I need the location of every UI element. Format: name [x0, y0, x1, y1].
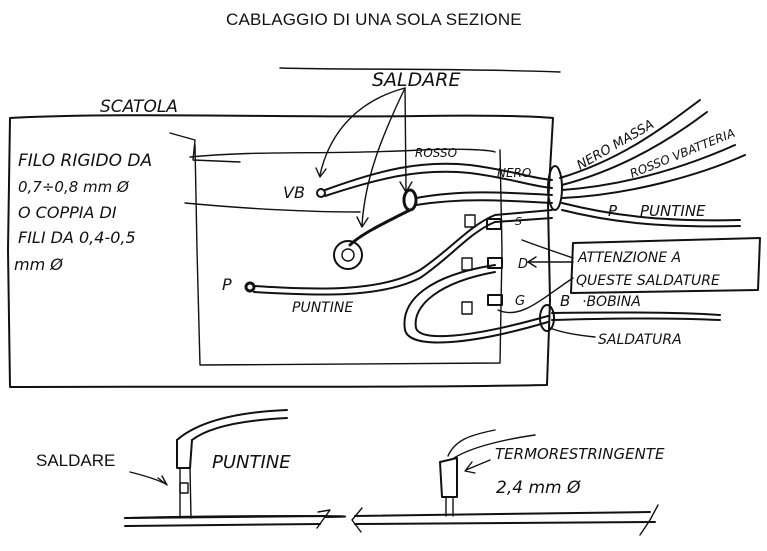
wire-note-line-5: mm Ø [14, 255, 63, 274]
wire-note-line-4: FILI DA 0,4-0,5 [18, 228, 136, 247]
solder-label-top: SALDARE [372, 69, 460, 91]
rosso-wire-top [189, 148, 496, 158]
heatshrink-size: 2,4 mm Ø [496, 478, 581, 498]
bottom-right-bar [354, 511, 651, 517]
connector-d [487, 257, 503, 269]
warning-line-1: ATTENZIONE A [577, 250, 681, 266]
lug-ring [333, 240, 363, 270]
terminal-p [244, 281, 256, 293]
connector-g [487, 294, 503, 306]
heatshrink-arrow [465, 459, 491, 471]
bottom-puntine-label: PUNTINE [212, 452, 291, 473]
solder-arrow-joint [404, 87, 407, 191]
warning-line-2: QUESTE SALDATURE [576, 273, 720, 289]
label-puntine-inner: PUNTINE [292, 300, 353, 316]
wire-bobina-loop [403, 264, 549, 344]
solder-point [179, 482, 189, 494]
label-rosso: ROSSO [415, 146, 457, 160]
terminal-d-label: D [518, 257, 528, 272]
note-bracket [169, 132, 241, 163]
wire-nero-massa [559, 99, 701, 179]
terminal-vb [316, 188, 326, 198]
bottom-left-bar [124, 515, 326, 519]
note-line [184, 202, 361, 213]
label-nero: NERO [497, 166, 531, 180]
wire-note-line-3: O COPPIA DI [18, 203, 117, 222]
bottom-left-wire-end [176, 439, 193, 469]
wire-p-puntine [561, 202, 741, 222]
connector-s [486, 218, 502, 230]
heatshrink-sleeve [439, 457, 458, 498]
label-b-letter: B [560, 292, 570, 310]
wire-rosso-vbatteria [561, 144, 736, 191]
warning-arrow-g [497, 277, 574, 314]
label-b-bobina: ·BOBINA [582, 294, 641, 310]
solder-joint [402, 188, 418, 212]
terminal-p-label: P [222, 275, 232, 294]
heatshrink-label: TERMORESTRINGENTE [495, 445, 665, 463]
bottom-solder-arrow [129, 471, 167, 485]
box-label: SCATOLA [100, 97, 178, 117]
saldatura-arrow [549, 327, 596, 338]
wire-note-line-1: FILO RIGIDO DA [18, 151, 152, 171]
solder-arrow-vb [319, 87, 406, 176]
terminal-g-label: G [515, 294, 525, 309]
terminal-s-label: S [515, 215, 522, 228]
wire-vb-to-nero [324, 162, 553, 191]
label-p-puntine: PUNTINE [640, 202, 706, 220]
box-outline [7, 114, 554, 388]
wire-b-bobina [551, 311, 721, 316]
warning-box [570, 237, 761, 294]
cable-grommet-bottom [539, 304, 555, 332]
solder-arrow-lug [361, 87, 406, 226]
inner-panel [194, 144, 503, 366]
cable-grommet-top [547, 165, 563, 211]
terminal-vb-label: VB [283, 183, 305, 202]
warning-arrow-s [521, 239, 574, 259]
wire-note-line-2: 0,7÷0,8 mm Ø [18, 178, 130, 196]
label-saldatura: SALDATURA [598, 332, 682, 348]
bottom-solder-label: SALDARE [36, 451, 116, 470]
label-p-letter: P [608, 202, 618, 220]
diagram-title: CABLAGGIO DI UNA SOLA SEZIONE [226, 10, 522, 29]
